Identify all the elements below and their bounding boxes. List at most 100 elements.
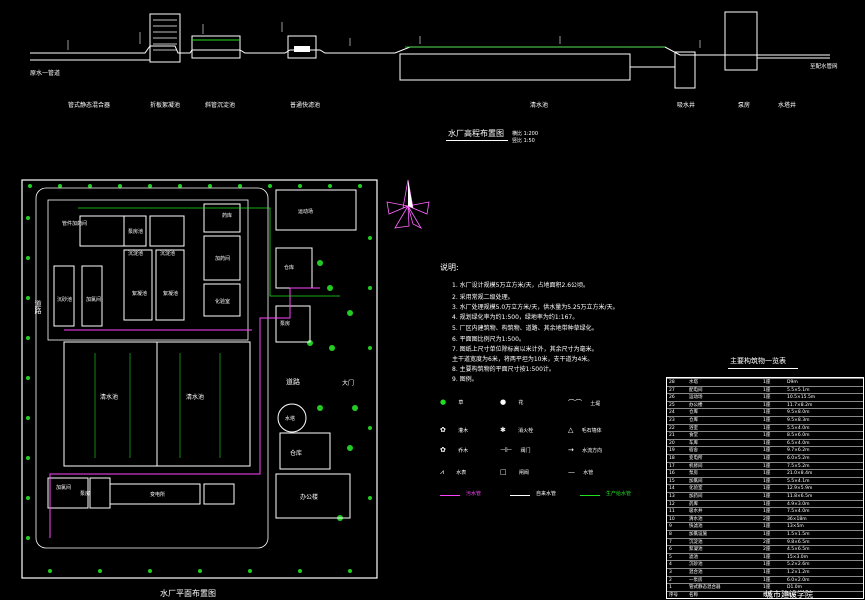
table-cell: 清水池 xyxy=(689,516,703,522)
table-cell: 15 xyxy=(669,478,675,484)
table-cell: 快滤池 xyxy=(689,524,703,530)
legend-label-8: 水流方向 xyxy=(582,448,603,454)
table-cell: 1座 xyxy=(763,554,771,560)
table-cell: 19 xyxy=(669,448,675,454)
table-title-underline xyxy=(728,368,798,369)
legend-sym-3: ✿ xyxy=(440,426,446,434)
pump-house xyxy=(724,11,758,71)
flocc-tank xyxy=(149,13,181,63)
table-cell: 车库 xyxy=(689,440,698,446)
table-cell: 仓库 xyxy=(689,410,698,416)
table-cell: 5.5×4.0m xyxy=(787,425,810,431)
table-cell: 11.7×8.2m xyxy=(787,402,813,408)
table-cell: 絮凝池 xyxy=(689,547,703,553)
site-boundary xyxy=(21,179,378,579)
plan-b17: 加氯间 xyxy=(56,485,72,491)
table-cell: 14 xyxy=(669,486,675,492)
table-cell: 24 xyxy=(669,410,675,416)
legend-label-4: 消火栓 xyxy=(518,428,534,434)
table-cell: 滤池 xyxy=(689,554,698,560)
table-cell: 13×5m xyxy=(787,524,804,530)
legend-label-7: 阀门 xyxy=(520,448,531,454)
elevation-profile xyxy=(30,11,830,89)
table-cell: 1.5×1.5m xyxy=(787,532,810,537)
table-cell: 9.7×6.2m xyxy=(787,448,810,454)
plan-b12: 仓库 xyxy=(284,265,295,271)
table-cell: 3 xyxy=(669,570,672,575)
plan-b8: 絮凝池 xyxy=(132,291,148,297)
plan-b10: 沉砂池 xyxy=(57,297,73,303)
table-cell: 11 xyxy=(669,509,675,515)
table-cell: 沉砂池 xyxy=(689,562,703,568)
clearwell xyxy=(399,53,631,81)
plan-b18: 泵房 xyxy=(80,491,91,497)
table-cell: 5.5×5.1m xyxy=(787,387,810,393)
table-cell: 5 xyxy=(669,554,672,560)
legend-sym-1: ● xyxy=(500,398,507,406)
table-cell: 浴室 xyxy=(689,425,698,431)
table-cell: 1座 xyxy=(763,440,771,446)
suction-well xyxy=(674,51,696,89)
legend-sym-2: ⌒⌒ xyxy=(568,399,582,407)
table-cell: 15×3.0m xyxy=(787,554,809,560)
legend-line-2 xyxy=(580,495,600,496)
table-cell: 化验室 xyxy=(689,486,703,492)
notes-heading: 说明: xyxy=(440,263,459,272)
table-cell: 加氯间 xyxy=(689,478,703,484)
table-cell: 18 xyxy=(669,456,675,461)
note-7: 7. 图纸上尺寸单位除标高以米计外，其余尺寸为毫米。 xyxy=(452,346,598,353)
profile-title: 水厂高程布置图 xyxy=(448,129,504,138)
note-9: 8. 主要构筑物的平面尺寸按1:500计。 xyxy=(452,366,555,373)
legend: ● 草 ● 花 ⌒⌒ 土堤 ✿ 灌木 ✱ 消火栓 △ 毛石墙体 ✿ 乔木 ⊣⊢ … xyxy=(440,398,650,508)
table-cell: 21 xyxy=(669,433,675,439)
plan-b22: 办公楼 xyxy=(300,494,319,501)
table-cell: 9.8×6.5m xyxy=(787,539,810,545)
table-cell: 2 xyxy=(669,577,672,583)
table-cell: 27 xyxy=(669,387,675,393)
table-cell: 13 xyxy=(669,494,675,499)
legend-label-9: 水表 xyxy=(456,470,467,476)
filter-tank xyxy=(287,35,317,59)
table-cell: 1座 xyxy=(763,380,771,385)
table-cell: 1座 xyxy=(763,478,771,484)
profile-label-clearwell: 清水池 xyxy=(530,102,549,109)
table-cell: 4 xyxy=(669,562,672,568)
table-cell: 一泵房 xyxy=(689,577,703,583)
table-cell: 配电间 xyxy=(689,387,703,393)
table-cell: 1座 xyxy=(763,418,771,423)
site-plan xyxy=(21,179,378,579)
table-cell: 11.8×6.5m xyxy=(787,494,813,499)
table-cell: 1座 xyxy=(763,433,771,439)
profile-label-tower: 水塔井 xyxy=(778,102,797,109)
table-cell: 加氯设施 xyxy=(689,532,707,537)
table-cell: 6.0×5.2m xyxy=(787,456,810,461)
profile-label-sed: 斜管沉淀池 xyxy=(205,102,236,109)
table-row: 序号名称数量规格 xyxy=(667,590,863,600)
table-footer: 城市建设学院 xyxy=(765,590,813,599)
table-cell: 25 xyxy=(669,402,675,408)
legend-sym-5: △ xyxy=(568,426,574,434)
plan-b2: 泵房池 xyxy=(128,229,144,235)
table-cell: 1座 xyxy=(763,448,771,454)
legend-label-3: 灌木 xyxy=(458,428,469,434)
table-cell: 1座 xyxy=(763,524,771,530)
table-cell: 运动场 xyxy=(689,395,703,401)
table-cell: 水塔 xyxy=(689,380,698,385)
plan-b7: 化验室 xyxy=(215,299,231,305)
table-cell: 1座 xyxy=(763,425,771,431)
table-cell: 泵房 xyxy=(689,471,698,477)
table-cell: 1座 xyxy=(763,486,771,492)
plan-b23: 运动场 xyxy=(298,209,314,215)
profile-label-inlet: 原水一管道 xyxy=(30,70,61,77)
plan-gate: 大门 xyxy=(342,380,355,387)
